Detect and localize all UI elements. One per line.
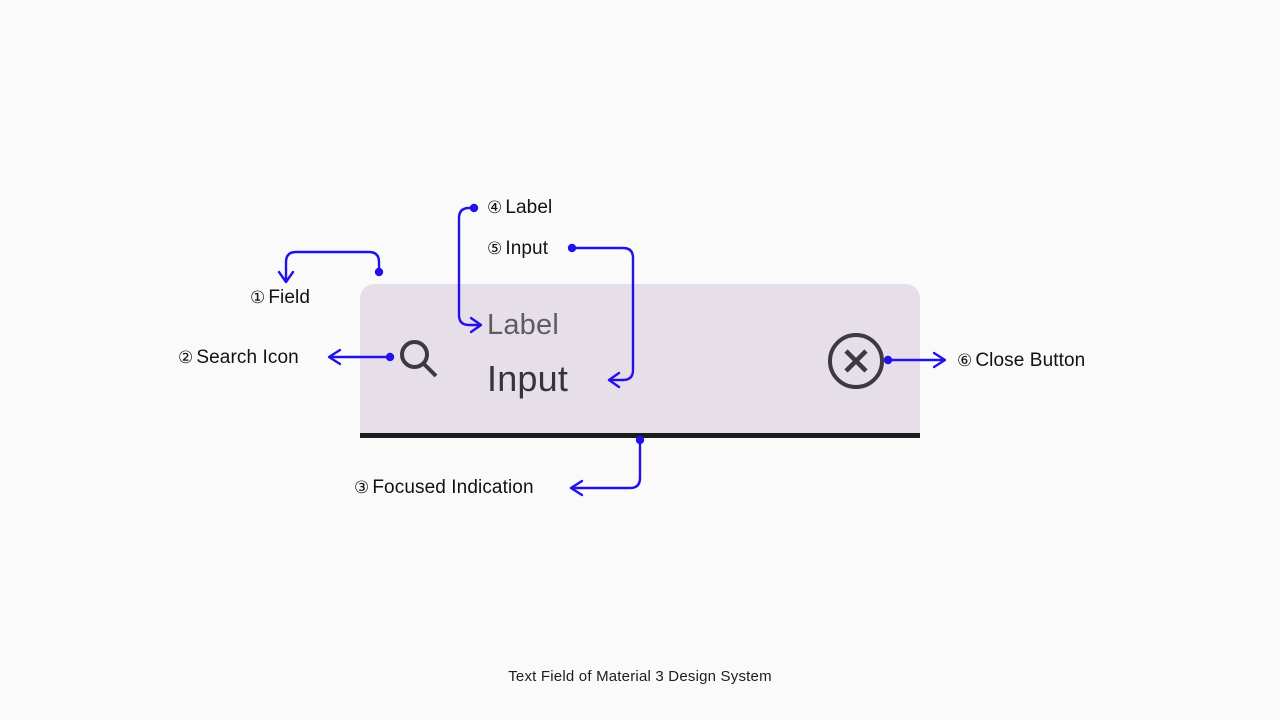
focused-indication-underline <box>360 433 920 438</box>
figure-caption: Text Field of Material 3 Design System <box>508 668 772 685</box>
annotation-focused-indication-number: ③ <box>354 478 370 498</box>
text-field-input-value: Input <box>487 358 569 399</box>
close-icon[interactable] <box>826 331 886 391</box>
annotation-field-number: ① <box>250 288 266 308</box>
annotation-close-button-label: Close Button <box>975 350 1086 371</box>
annotation-label-number: ④ <box>487 198 503 218</box>
annotation-field-label: Field <box>268 287 311 308</box>
text-field-container[interactable] <box>360 284 920 436</box>
annotation-label-label: Label <box>505 197 553 218</box>
annotation-input-number: ⑤ <box>487 239 503 259</box>
annotation-search-icon-label: Search Icon <box>196 347 299 368</box>
annotation-input-label: Input <box>505 238 549 259</box>
annotation-focused-indication-label: Focused Indication <box>372 477 534 498</box>
annotation-search-icon-number: ② <box>178 348 194 368</box>
text-field-label: Label <box>487 309 559 341</box>
search-icon[interactable] <box>396 336 442 382</box>
annotation-close-button-number: ⑥ <box>957 351 973 371</box>
